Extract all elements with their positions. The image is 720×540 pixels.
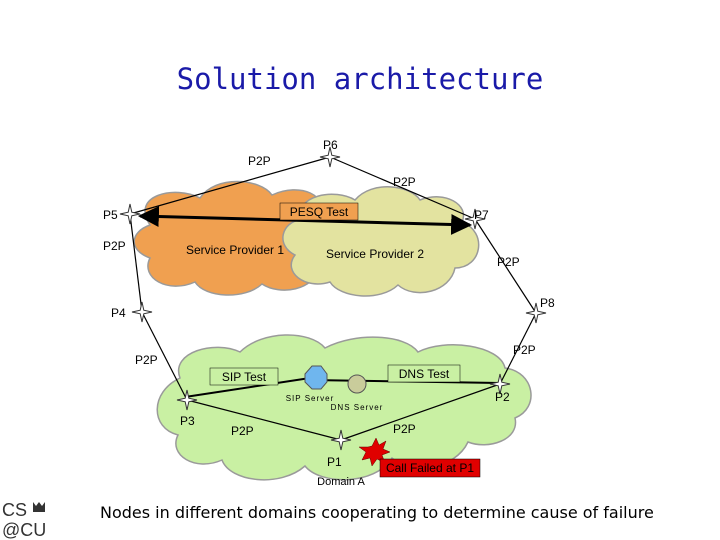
edge-p4-p3	[141, 311, 188, 401]
p2p-label: P2P	[248, 154, 271, 168]
edge-p2-p1	[340, 383, 501, 441]
dns-server-label: DNS Server	[331, 403, 384, 412]
node-p3-star-icon	[176, 389, 198, 411]
node-p1-star-icon	[330, 429, 352, 451]
nodes	[119, 146, 547, 451]
node-p6-star-icon	[319, 146, 341, 168]
edge-p5-p4	[129, 213, 143, 313]
edge-p7-p8	[474, 218, 537, 314]
node-label-p7: P7	[474, 208, 489, 222]
service-provider-2-label: Service Provider 2	[326, 247, 424, 261]
slide-title: Solution architecture	[176, 62, 544, 96]
cs-at-cu-logo: CS @CU	[2, 500, 46, 540]
call-failed-label: Call Failed at P1	[386, 461, 474, 475]
node-p7-star-icon	[464, 208, 486, 230]
p2p-label: P2P	[393, 422, 416, 436]
logo-line-1: CS	[2, 500, 27, 520]
node-p8-star-icon	[525, 302, 547, 324]
sip-test-box	[209, 367, 279, 386]
p2p-label: P2P	[103, 239, 126, 253]
node-label-p8: P8	[540, 296, 555, 310]
p2p-label: P2P	[497, 255, 520, 269]
dns-server-icon	[347, 374, 367, 394]
pesq-test-arrow	[137, 206, 473, 235]
node-p2-star-icon	[489, 373, 511, 395]
node-p4-star-icon	[131, 301, 153, 323]
node-label-p1: P1	[327, 455, 342, 469]
dns-test-label: DNS Test	[399, 367, 450, 381]
p2p-label: P2P	[393, 175, 416, 189]
sip-server-label: SIP Server	[286, 394, 335, 403]
edge-p8-p2	[499, 312, 537, 385]
node-label-p4: P4	[111, 306, 126, 320]
sip-test-link	[184, 377, 311, 398]
logo-line-2: @CU	[2, 520, 46, 540]
edge-p5-p6	[129, 156, 331, 215]
p2p-label: P2P	[135, 353, 158, 367]
sip-test-label: SIP Test	[222, 370, 267, 384]
pesq-test-label: PESQ Test	[290, 205, 349, 219]
node-label-p2: P2	[495, 390, 510, 404]
node-label-p6: P6	[323, 138, 338, 152]
edge-p3-p1	[186, 399, 342, 441]
slide-caption: Nodes in different domains cooperating t…	[100, 503, 654, 522]
p2p-label: P2P	[231, 424, 254, 438]
node-label-p3: P3	[180, 414, 195, 428]
node-p5-star-icon	[119, 203, 141, 225]
call-failed-box	[379, 458, 481, 478]
sip-server-icon	[304, 365, 328, 390]
p2p-label: P2P	[513, 343, 536, 357]
domain-a-label: Domain A	[317, 476, 365, 488]
node-label-p5: P5	[103, 208, 118, 222]
pesq-test-box	[279, 202, 359, 221]
dns-test-box	[387, 364, 461, 383]
crown-icon	[33, 502, 45, 512]
service-provider-1-label: Service Provider 1	[186, 243, 284, 257]
